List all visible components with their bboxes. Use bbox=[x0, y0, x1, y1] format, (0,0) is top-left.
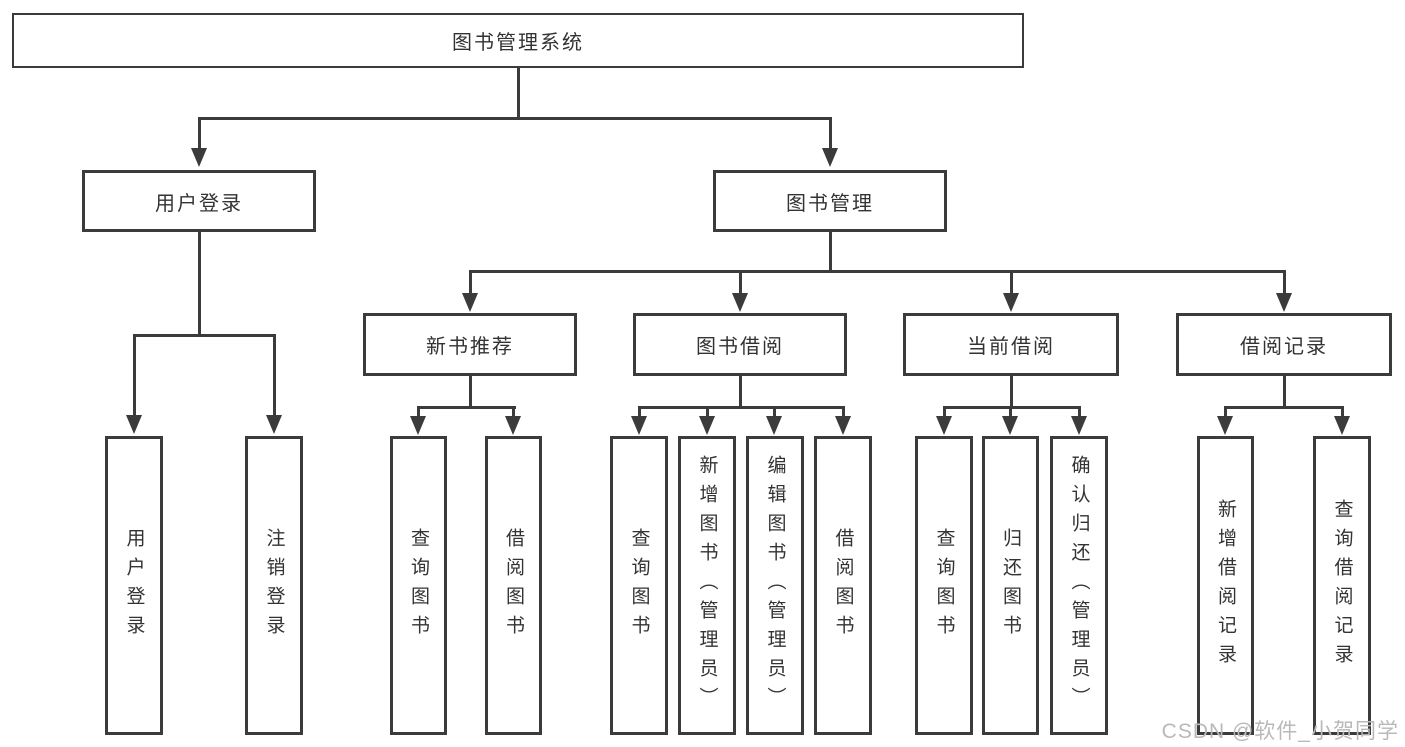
connector-line bbox=[829, 117, 832, 150]
connector-line bbox=[1224, 406, 1227, 418]
node-leaf-query-books-recommend: 查询图书 bbox=[390, 436, 447, 735]
connector-line bbox=[469, 270, 472, 296]
node-leaf-confirm-return-admin: 确认归还（管理员） bbox=[1050, 436, 1108, 735]
arrowhead bbox=[699, 416, 715, 435]
leaf-label: 查询图书 bbox=[408, 527, 429, 644]
arrowhead bbox=[410, 416, 426, 435]
connector-line bbox=[739, 376, 742, 409]
node-leaf-edit-book-admin: 编辑图书（管理员） bbox=[746, 436, 804, 735]
connector-line bbox=[829, 232, 832, 273]
arrowhead bbox=[631, 416, 647, 435]
connector-line bbox=[517, 68, 520, 119]
connector-line bbox=[842, 406, 845, 418]
connector-line bbox=[1010, 376, 1013, 409]
leaf-label: 确认归还（管理员） bbox=[1068, 455, 1090, 716]
node-borrowing-records: 借阅记录 bbox=[1176, 313, 1392, 376]
connector-line bbox=[417, 406, 420, 418]
node-user-login: 用户登录 bbox=[82, 170, 316, 232]
connector-line bbox=[943, 406, 946, 418]
leaf-label: 查询图书 bbox=[628, 527, 650, 644]
leaf-label: 新增借阅记录 bbox=[1215, 498, 1236, 673]
node-book-borrowing: 图书借阅 bbox=[633, 313, 847, 376]
connector-line bbox=[638, 406, 845, 409]
arrowhead bbox=[835, 416, 851, 435]
arrowhead bbox=[1217, 416, 1233, 435]
leaf-label: 借阅图书 bbox=[832, 527, 854, 644]
connector-line bbox=[198, 117, 832, 120]
connector-line bbox=[469, 270, 1286, 273]
node-leaf-query-borrow-record: 查询借阅记录 bbox=[1313, 436, 1371, 735]
connector-line bbox=[739, 270, 742, 296]
connector-line bbox=[1224, 406, 1344, 409]
arrowhead bbox=[1276, 293, 1292, 312]
leaf-label: 用户登录 bbox=[123, 527, 145, 644]
node-leaf-borrow-books-borrowing: 借阅图书 bbox=[814, 436, 872, 735]
arrowhead bbox=[822, 148, 838, 167]
connector-line bbox=[943, 406, 1081, 409]
arrowhead bbox=[191, 148, 207, 167]
arrowhead bbox=[266, 415, 282, 434]
connector-line bbox=[273, 334, 276, 415]
leaf-label: 新增图书（管理员） bbox=[696, 455, 718, 716]
connector-line bbox=[198, 117, 201, 150]
connector-line bbox=[1078, 406, 1081, 418]
node-new-book-recommend: 新书推荐 bbox=[363, 313, 577, 376]
leaf-label: 归还图书 bbox=[1000, 527, 1021, 644]
node-leaf-query-books-borrowing: 查询图书 bbox=[610, 436, 668, 735]
connector-line bbox=[1283, 376, 1286, 409]
arrowhead bbox=[936, 416, 952, 435]
node-leaf-add-borrow-record: 新增借阅记录 bbox=[1197, 436, 1254, 735]
arrowhead bbox=[1002, 416, 1018, 435]
arrowhead bbox=[126, 415, 142, 434]
arrowhead bbox=[462, 293, 478, 312]
connector-line bbox=[1341, 406, 1344, 418]
arrowhead bbox=[732, 293, 748, 312]
node-leaf-user-login: 用户登录 bbox=[105, 436, 163, 735]
leaf-label: 编辑图书（管理员） bbox=[764, 455, 786, 716]
connector-line bbox=[1283, 270, 1286, 296]
arrowhead bbox=[1334, 416, 1350, 435]
connector-line bbox=[417, 406, 516, 409]
leaf-label: 注销登录 bbox=[263, 527, 285, 644]
arrowhead bbox=[505, 416, 521, 435]
node-root: 图书管理系统 bbox=[12, 13, 1024, 68]
connector-line bbox=[1009, 406, 1012, 418]
node-leaf-logout: 注销登录 bbox=[245, 436, 303, 735]
node-leaf-borrow-books-recommend: 借阅图书 bbox=[485, 436, 542, 735]
connector-line bbox=[638, 406, 641, 418]
connector-line bbox=[198, 232, 201, 337]
arrowhead bbox=[766, 416, 782, 435]
leaf-label: 借阅图书 bbox=[503, 527, 524, 644]
leaf-label: 查询借阅记录 bbox=[1331, 498, 1353, 673]
connector-line bbox=[706, 406, 709, 418]
watermark: CSDN @软件_小贺同学 bbox=[1161, 720, 1399, 743]
node-leaf-add-book-admin: 新增图书（管理员） bbox=[678, 436, 736, 735]
arrowhead bbox=[1071, 416, 1087, 435]
node-current-borrowing: 当前借阅 bbox=[903, 313, 1119, 376]
node-leaf-return-book: 归还图书 bbox=[982, 436, 1039, 735]
node-book-management: 图书管理 bbox=[713, 170, 947, 232]
arrowhead bbox=[1003, 293, 1019, 312]
connector-line bbox=[469, 376, 472, 409]
leaf-label: 查询图书 bbox=[933, 527, 955, 644]
connector-line bbox=[133, 334, 276, 337]
connector-line bbox=[1010, 270, 1013, 296]
connector-line bbox=[133, 334, 136, 415]
connector-line bbox=[773, 406, 776, 418]
connector-line bbox=[512, 406, 515, 418]
node-leaf-query-books-current: 查询图书 bbox=[915, 436, 973, 735]
